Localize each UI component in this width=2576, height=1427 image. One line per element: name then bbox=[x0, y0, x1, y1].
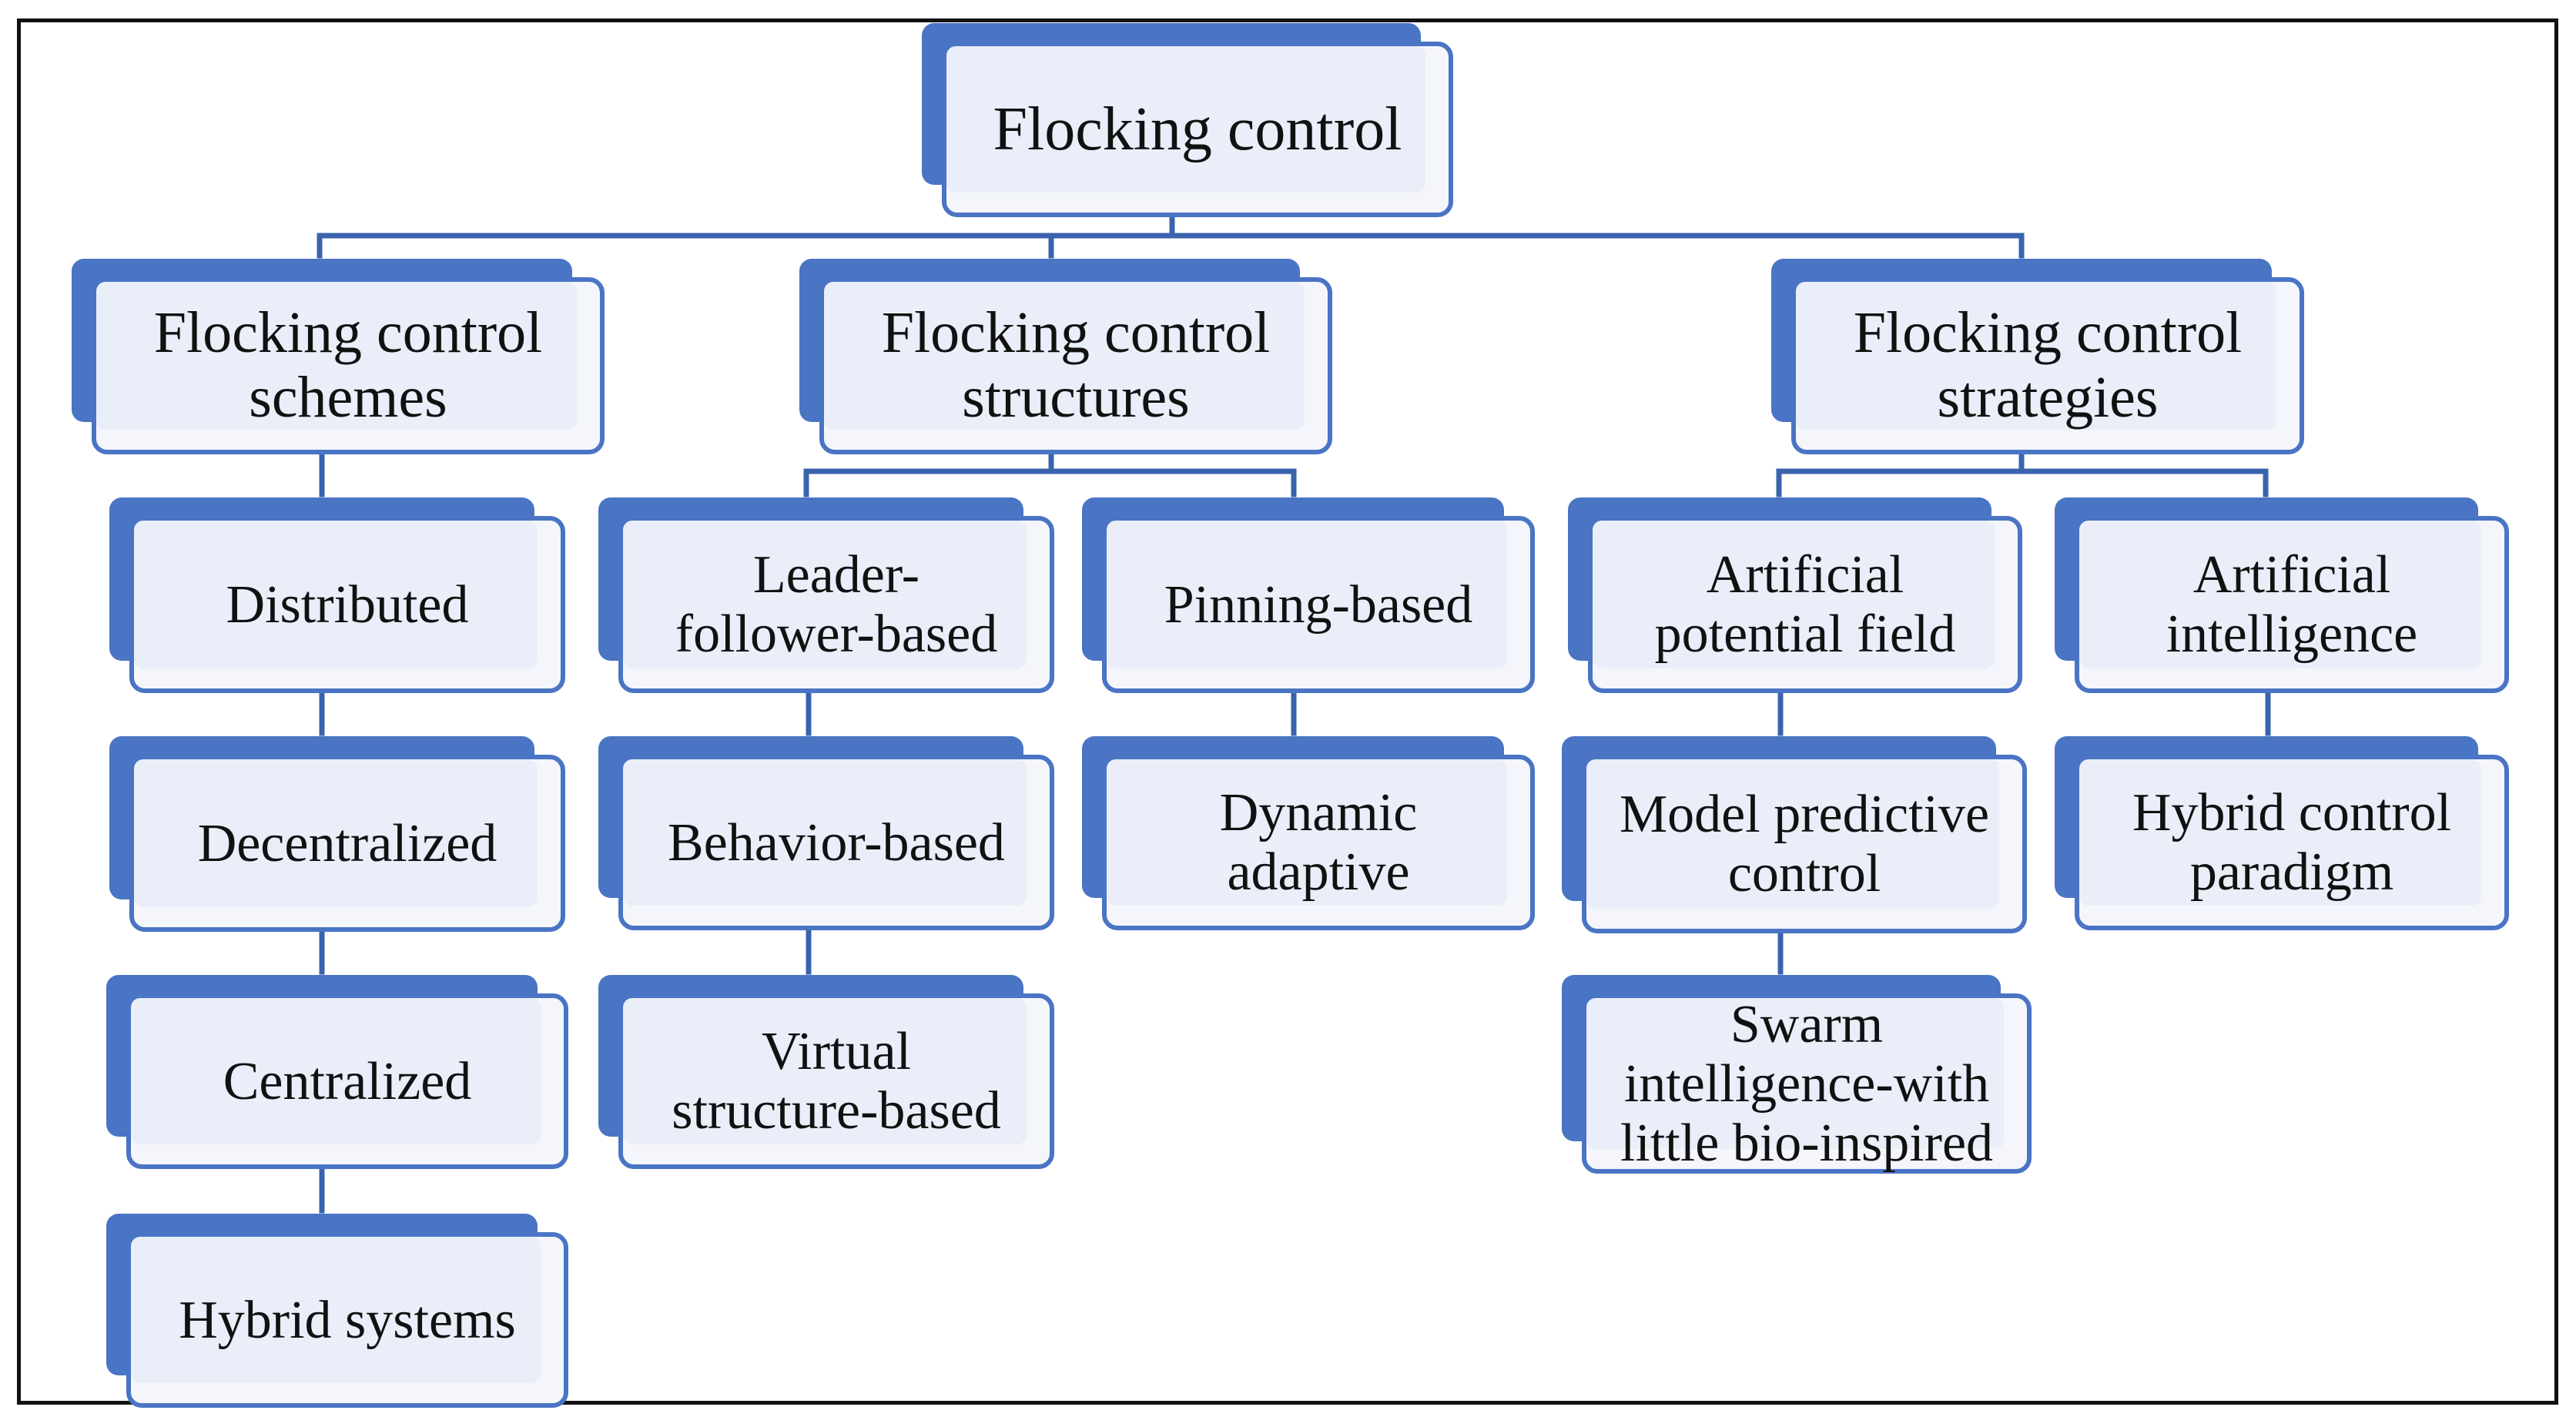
node-category-strategies-label: Flocking control strategies bbox=[1853, 300, 2243, 430]
node-decentralized: Decentralized bbox=[109, 736, 565, 932]
node-behavior-based: Behavior-based bbox=[598, 736, 1054, 930]
node-distributed-label: Distributed bbox=[226, 574, 469, 635]
node-category-schemes-label: Flocking control schemes bbox=[153, 300, 543, 430]
node-distributed: Distributed bbox=[109, 497, 565, 693]
node-leader-follower: Leader- follower-based bbox=[598, 497, 1054, 693]
node-swarm-intelligence-label: Swarm intelligence-with little bio-inspi… bbox=[1620, 994, 1994, 1173]
node-category-strategies: Flocking control strategies bbox=[1771, 259, 2304, 454]
node-behavior-based-label: Behavior-based bbox=[668, 812, 1005, 873]
node-hybrid-systems: Hybrid systems bbox=[106, 1214, 568, 1408]
node-root: Flocking control bbox=[922, 23, 1453, 217]
node-leader-follower-label: Leader- follower-based bbox=[675, 545, 998, 664]
node-pinning-based: Pinning-based bbox=[1082, 497, 1535, 693]
node-centralized-label: Centralized bbox=[223, 1051, 472, 1111]
node-model-predictive-control-label: Model predictive control bbox=[1619, 785, 1990, 903]
node-artificial-potential-field: Artificial potential field bbox=[1568, 497, 2022, 693]
node-hybrid-control-paradigm: Hybrid control paradigm bbox=[2055, 736, 2509, 930]
node-decentralized-label: Decentralized bbox=[197, 813, 497, 873]
node-root-label: Flocking control bbox=[993, 95, 1402, 163]
node-artificial-intelligence-label: Artificial intelligence bbox=[2166, 545, 2418, 664]
node-model-predictive-control: Model predictive control bbox=[1562, 736, 2027, 933]
node-dynamic-adaptive: Dynamic adaptive bbox=[1082, 736, 1535, 930]
node-category-schemes: Flocking control schemes bbox=[72, 259, 605, 454]
node-dynamic-adaptive-label: Dynamic adaptive bbox=[1219, 783, 1418, 902]
node-swarm-intelligence: Swarm intelligence-with little bio-inspi… bbox=[1562, 975, 2032, 1174]
node-category-structures: Flocking control structures bbox=[799, 259, 1332, 454]
diagram-frame bbox=[17, 18, 2558, 1405]
node-centralized: Centralized bbox=[106, 975, 568, 1169]
node-category-structures-label: Flocking control structures bbox=[881, 300, 1271, 430]
node-pinning-based-label: Pinning-based bbox=[1164, 574, 1473, 635]
node-virtual-structure-label: Virtual structure-based bbox=[672, 1022, 1001, 1141]
node-artificial-intelligence: Artificial intelligence bbox=[2055, 497, 2509, 693]
node-artificial-potential-field-label: Artificial potential field bbox=[1654, 545, 1956, 664]
node-hybrid-systems-label: Hybrid systems bbox=[179, 1290, 516, 1350]
node-hybrid-control-paradigm-label: Hybrid control paradigm bbox=[2132, 783, 2452, 902]
node-virtual-structure: Virtual structure-based bbox=[598, 975, 1054, 1169]
